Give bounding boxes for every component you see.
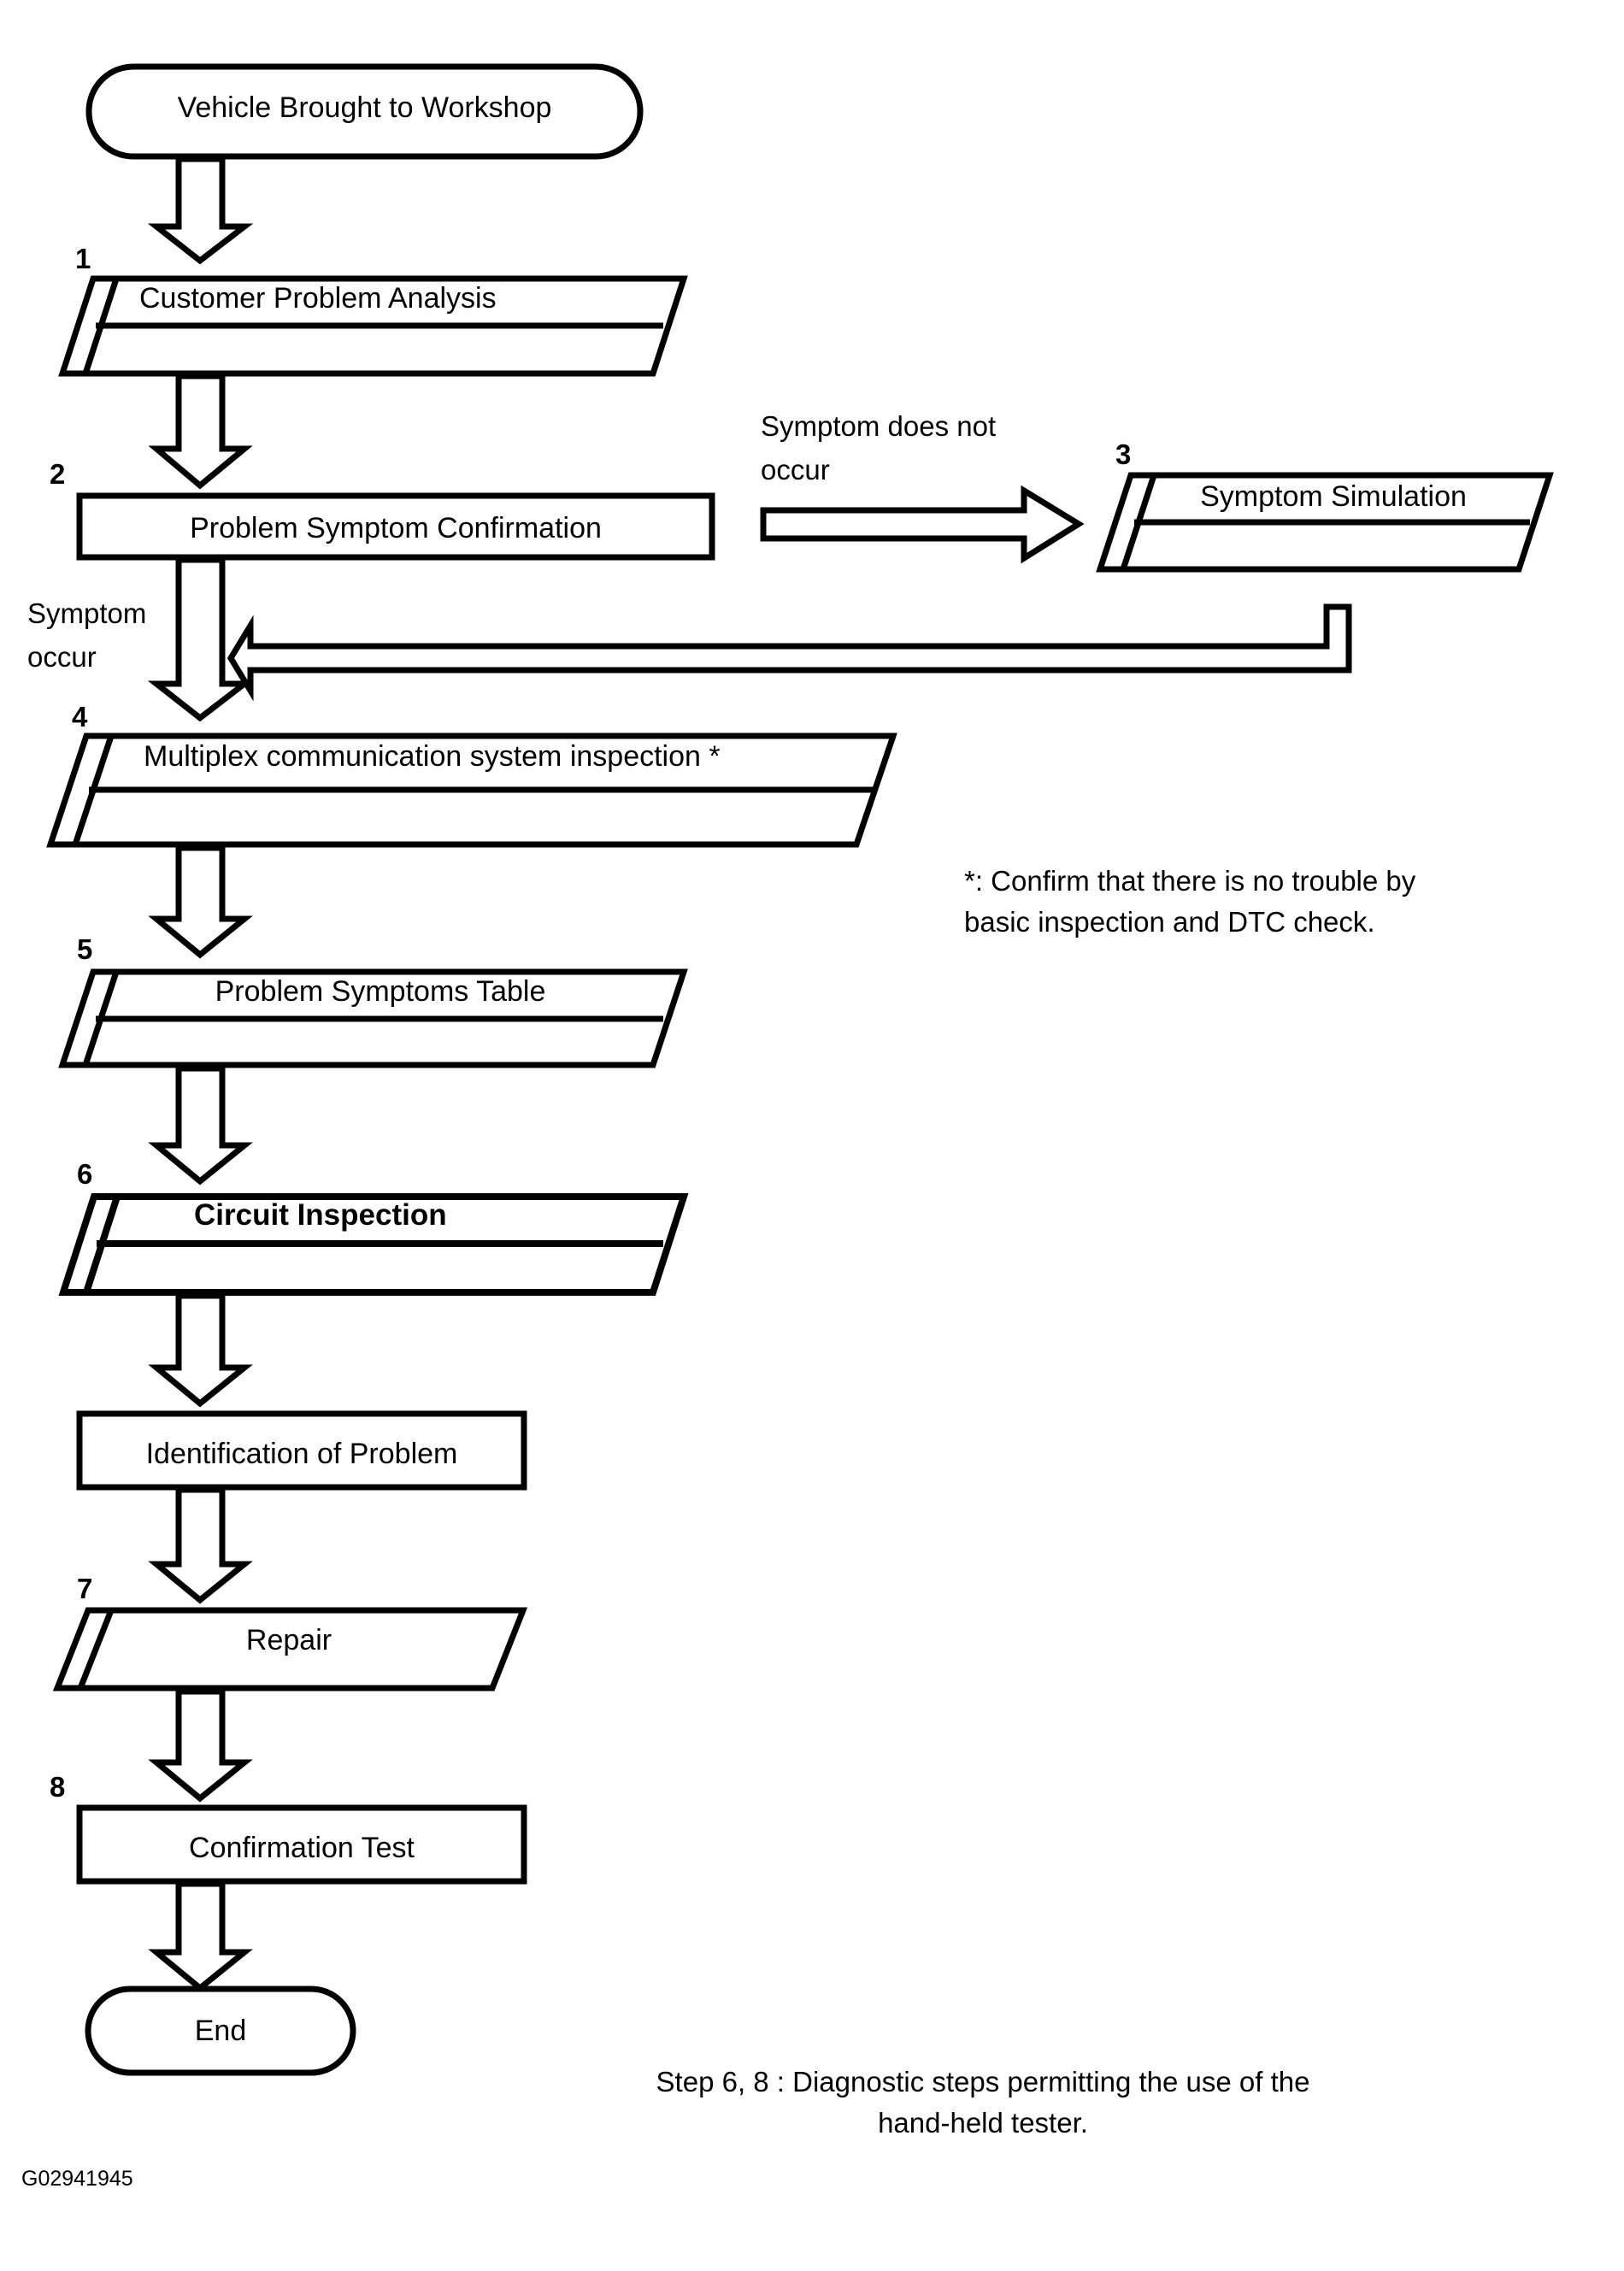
node-step7-shape <box>52 1607 528 1691</box>
node-identify-label: Identification of Problem <box>145 1438 458 1470</box>
node-step2-shape <box>76 492 715 561</box>
node-step3-shape <box>1096 472 1554 573</box>
arrow-step8-to-end <box>148 1880 253 1992</box>
step-number-1: 1 <box>75 243 91 274</box>
edge-label-symptom-occur: Symptom occur <box>27 597 147 674</box>
node-step4-label: Multiplex communication system inspectio… <box>144 740 721 773</box>
figure-id-code: G02941945 <box>21 2167 133 2191</box>
node-step1-label: Customer Problem Analysis <box>139 282 497 315</box>
node-step8-shape <box>76 1804 527 1885</box>
node-step5-label: Problem Symptoms Table <box>215 975 546 1008</box>
arrow-step7-to-step8 <box>148 1688 253 1803</box>
arrow-step2-to-step3 <box>760 485 1085 564</box>
edge-label-symptom-does-not-occur: Symptom does not occur <box>761 410 997 486</box>
node-step6-shape <box>58 1193 689 1296</box>
step-number-4: 4 <box>72 701 88 732</box>
arrow-step3-feedback-loop <box>227 603 1352 702</box>
step-number-8: 8 <box>50 1771 66 1803</box>
node-step6-label: Circuit Inspection <box>194 1198 447 1232</box>
arrow-step5-to-step6 <box>148 1065 253 1186</box>
node-end-shape <box>85 1986 356 2076</box>
arrow-step1-to-step2 <box>148 373 253 490</box>
node-step5-shape <box>58 968 688 1068</box>
node-start-shape <box>85 63 644 160</box>
arrow-step6-to-identify <box>148 1292 253 1408</box>
step-number-6: 6 <box>77 1158 93 1190</box>
node-step2-label: Problem Symptom Confirmation <box>190 512 602 544</box>
figure-caption: Step 6, 8 : Diagnostic steps permitting … <box>656 2066 1310 2139</box>
step-number-7: 7 <box>77 1573 93 1604</box>
arrow-step2-to-step4 <box>147 556 254 722</box>
node-end-label: End <box>194 2015 247 2047</box>
node-step7-label: Repair <box>245 1624 332 1656</box>
node-step4-shape <box>46 732 897 848</box>
node-step8-label: Confirmation Test <box>189 1832 415 1864</box>
arrow-identify-to-step7 <box>148 1486 253 1604</box>
step-number-5: 5 <box>77 933 93 965</box>
node-step1-shape <box>58 275 688 377</box>
arrow-step4-to-step5 <box>148 844 253 959</box>
node-step3-label: Symptom Simulation <box>1200 480 1467 513</box>
arrow-start-to-step1 <box>147 156 254 265</box>
step-number-2: 2 <box>50 458 66 490</box>
node-identify-shape <box>76 1410 527 1491</box>
step-number-3: 3 <box>1115 438 1132 470</box>
footnote-text: *: Confirm that there is no trouble by b… <box>964 865 1416 938</box>
node-start-label: Vehicle Brought to Workshop <box>177 91 552 124</box>
